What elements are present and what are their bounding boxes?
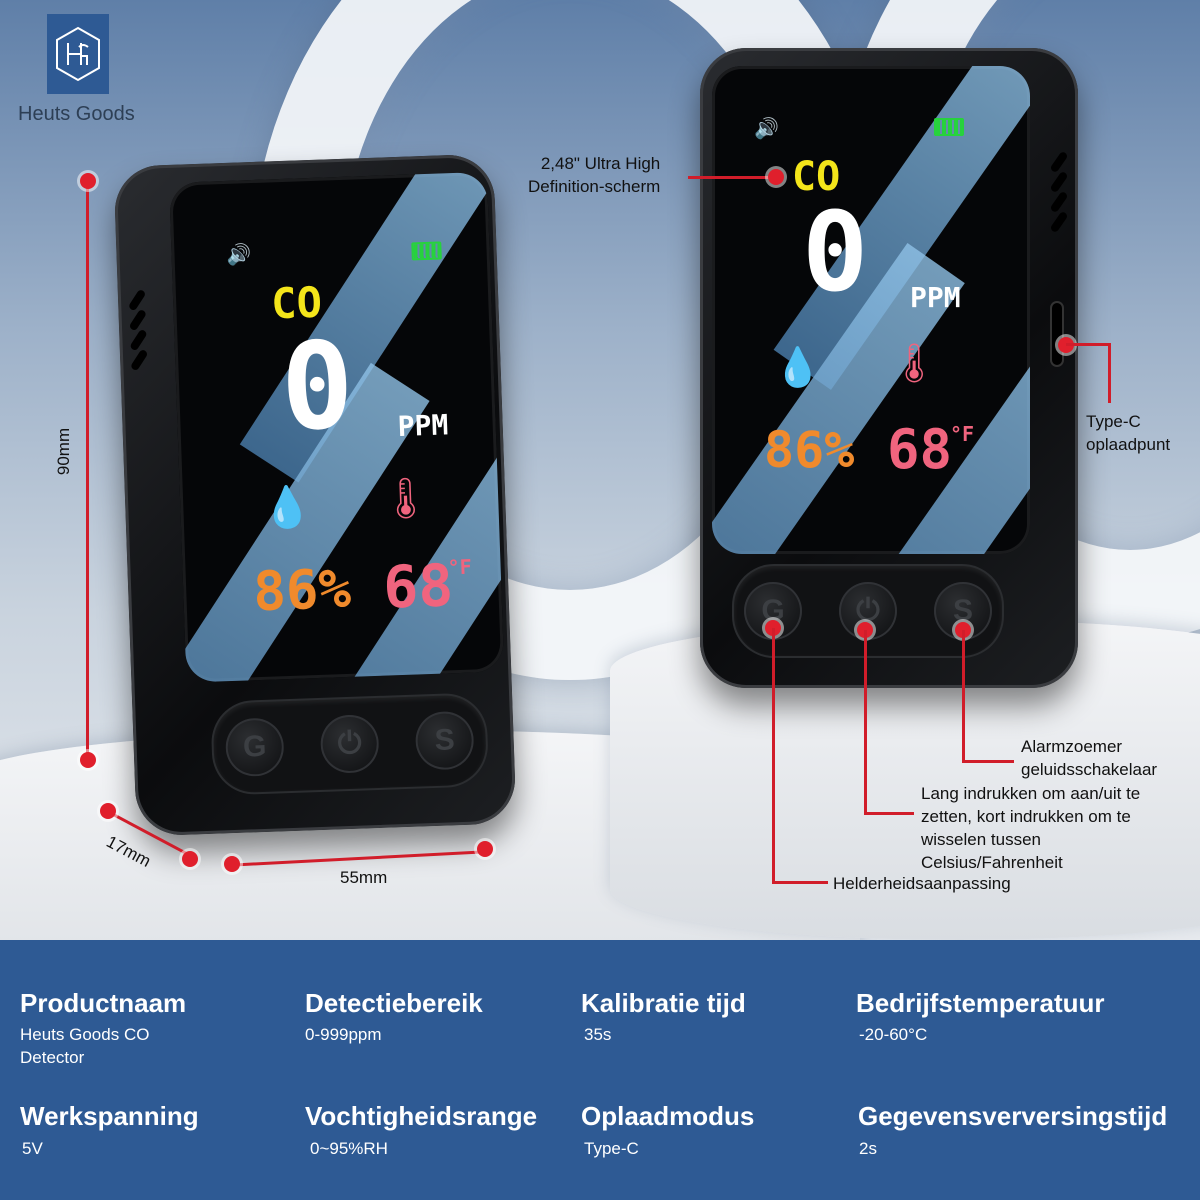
callout-line — [962, 630, 965, 762]
spec-title: Detectiebereik — [305, 988, 483, 1018]
vent-slot — [129, 348, 149, 372]
dimension-endpoint — [477, 841, 493, 857]
vent-slot — [1049, 170, 1069, 194]
spec-value: 5V — [22, 1139, 43, 1158]
brightness-button[interactable]: G — [224, 717, 285, 778]
callout-line — [864, 630, 867, 815]
thermometer-icon: 🌡 — [890, 343, 939, 385]
spec-value: 2s — [859, 1139, 877, 1158]
brand-logo — [47, 14, 109, 94]
dimension-endpoint — [80, 173, 96, 189]
temperature-unit: °F — [950, 422, 975, 446]
spec-title: Bedrijfstemperatuur — [856, 988, 1105, 1018]
vent-slot — [1049, 210, 1069, 234]
speaker-icon: 🔊 — [754, 118, 779, 140]
spec-value: 0~95%RH — [310, 1139, 388, 1158]
spec-title: Productnaam — [20, 988, 187, 1018]
spec-value: Type-C — [584, 1139, 639, 1158]
sound-button[interactable]: S — [414, 710, 475, 771]
dimension-endpoint — [80, 752, 96, 768]
port-callout: Type-C oplaadpunt — [1086, 412, 1171, 454]
button-panel: G ⏻ S — [734, 566, 1002, 656]
lcd-screen: 🔊 CO 0 PPM 💧 🌡 86% 68 °F — [169, 171, 505, 683]
height-label: 90mm — [54, 427, 74, 476]
callout-line — [772, 881, 828, 884]
power-button[interactable]: ⏻ — [319, 713, 380, 774]
power-icon: ⏻ — [337, 726, 363, 761]
usb-c-port — [1052, 303, 1062, 365]
brightness-button-label: G — [761, 594, 785, 627]
button-panel: G ⏻ S — [212, 694, 488, 794]
callout-line — [962, 760, 1014, 763]
power-button-callout: Lang indrukken om aan/uit te zetten, kor… — [921, 784, 1141, 872]
humidity-reading: 86% — [764, 421, 855, 479]
dimension-endpoint — [182, 851, 198, 867]
callout-line — [1066, 343, 1110, 346]
spec-value: 0-999ppm — [305, 1025, 382, 1044]
vent-slot — [1049, 150, 1069, 174]
temperature-reading: 68 — [887, 418, 953, 481]
specifications-panel: Productnaam Heuts Goods CO Detector Dete… — [0, 940, 1200, 1200]
speaker-icon: 🔊 — [226, 244, 252, 267]
sound-button-callout: Alarmzoemer geluidsschakelaar — [1021, 737, 1158, 779]
co-reading: 0 — [802, 188, 869, 316]
vent-slot — [128, 308, 148, 332]
device-angled: 🔊 CO 0 PPM 💧 🌡 86% 68 °F G ⏻ S — [700, 48, 1078, 688]
device-front: 🔊 CO 0 PPM 💧 🌡 86% 68 °F G ⏻ S — [113, 153, 517, 837]
co-reading: 0 — [278, 316, 356, 459]
brightness-button[interactable]: G — [744, 582, 802, 640]
product-scene: Heuts Goods 🔊 CO 0 PPM 💧 🌡 86% 68 °F G ⏻… — [0, 0, 1200, 940]
vent-slot — [127, 288, 147, 312]
height-dimension-line — [86, 180, 89, 760]
power-icon: ⏻ — [856, 594, 880, 627]
gas-label: CO — [792, 154, 841, 200]
battery-icon — [934, 118, 964, 136]
dimension-endpoint — [100, 803, 116, 819]
screen-callout: 2,48" Ultra High Definition-scherm — [528, 154, 661, 196]
brightness-button-callout: Helderheidsaanpassing — [833, 874, 1011, 893]
brightness-button-label: G — [242, 729, 267, 764]
spec-title: Oplaadmodus — [581, 1101, 755, 1131]
humidity-icon: 💧 — [774, 347, 822, 389]
brand-name: Heuts Goods — [18, 103, 135, 125]
unit-label: PPM — [397, 408, 449, 444]
spec-value: Heuts Goods CO Detector — [20, 1025, 150, 1067]
spec-value: 35s — [584, 1025, 612, 1044]
temperature-reading: 68 — [382, 551, 455, 622]
callout-line — [688, 176, 778, 179]
spec-title: Werkspanning — [20, 1101, 199, 1131]
spec-title: Vochtigheidsrange — [305, 1101, 538, 1131]
callout-line — [772, 628, 775, 884]
sound-button-label: S — [952, 594, 973, 627]
spec-value: -20-60°C — [859, 1025, 928, 1044]
spec-title: Kalibratie tijd — [581, 988, 746, 1018]
callout-line — [1108, 343, 1111, 403]
vent-slot — [1049, 190, 1069, 214]
thermometer-icon: 🌡 — [379, 475, 432, 522]
humidity-icon: 💧 — [261, 485, 314, 531]
callout-line — [864, 812, 914, 815]
dimension-endpoint — [224, 856, 240, 872]
humidity-reading: 86% — [252, 556, 352, 624]
sound-button-label: S — [434, 723, 456, 757]
width-label: 55mm — [340, 868, 388, 887]
spec-title: Gegevensverversingstijd — [858, 1101, 1168, 1131]
temperature-unit: °F — [447, 554, 473, 580]
lcd-screen: 🔊 CO 0 PPM 💧 🌡 86% 68 °F — [712, 66, 1030, 554]
unit-label: PPM — [910, 281, 961, 314]
callout-endpoint — [768, 169, 784, 185]
battery-icon — [411, 241, 442, 261]
vent-slot — [129, 328, 148, 352]
